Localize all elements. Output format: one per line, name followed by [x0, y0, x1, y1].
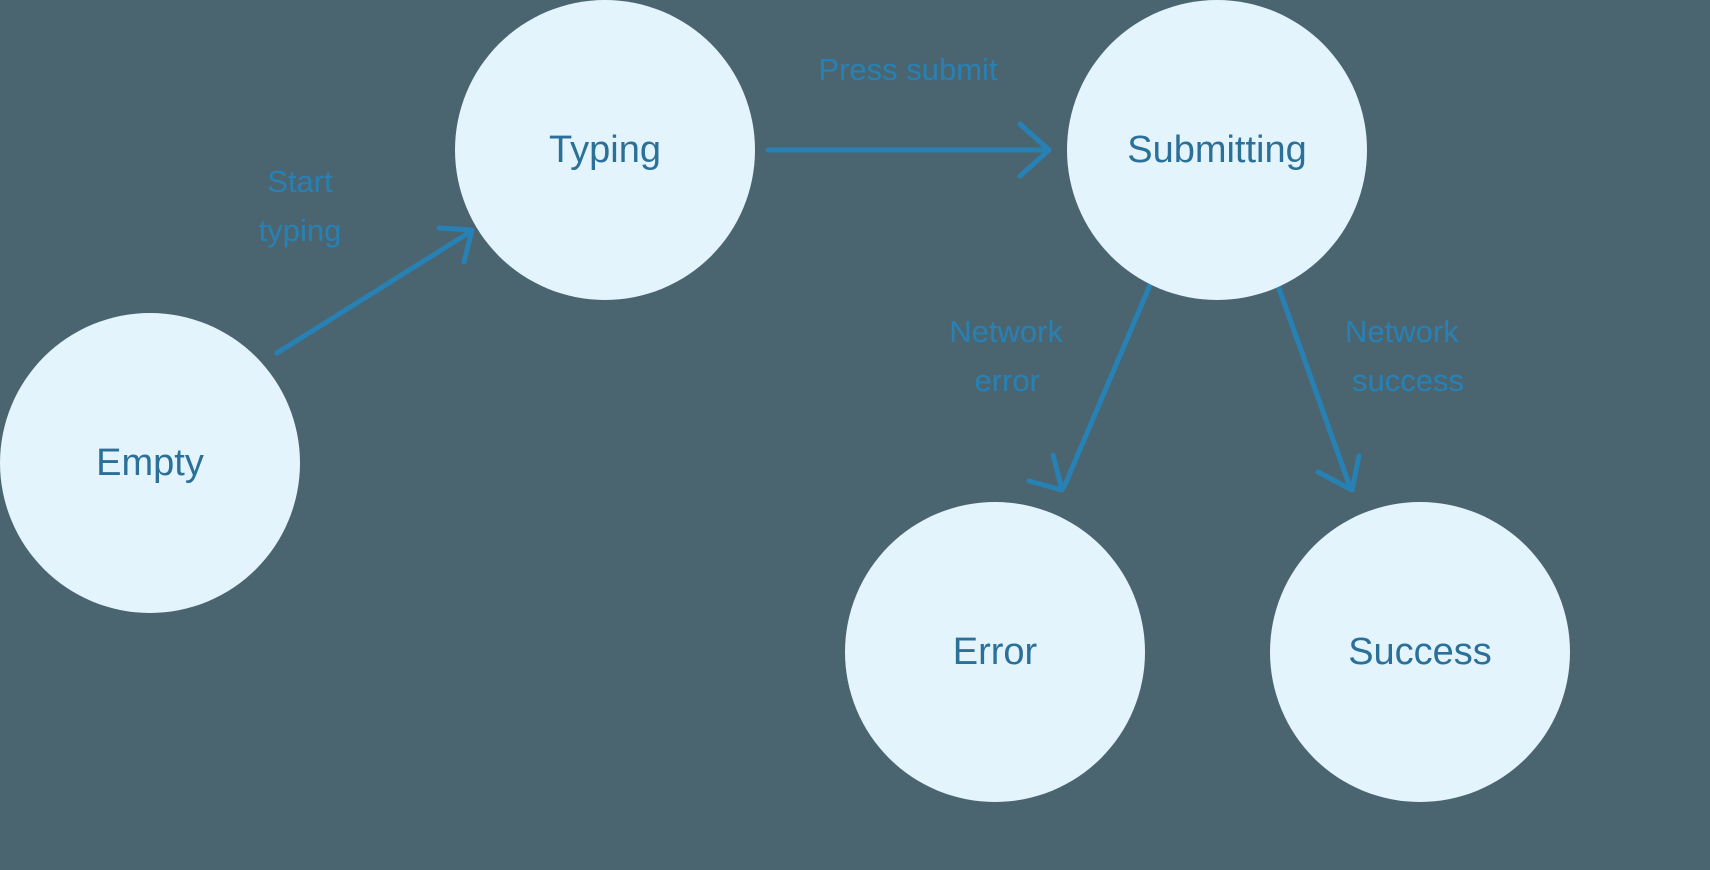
edge-label-start-typing-line1: Start [267, 164, 333, 199]
node-success-label: Success [1348, 631, 1492, 673]
node-empty-label: Empty [96, 442, 204, 484]
edge-typing-to-submitting-arrowhead [1017, 121, 1052, 179]
edge-typing-to-submitting [765, 121, 1052, 179]
edge-submitting-to-error [1026, 282, 1153, 493]
edge-submitting-to-error-arrowhead [1026, 452, 1065, 493]
edge-label-network-success-line1: Network [1345, 314, 1459, 349]
node-error[interactable]: Error [845, 502, 1145, 802]
edge-submitting-to-success-arrowhead [1315, 453, 1362, 493]
node-typing-circle[interactable] [455, 0, 755, 300]
edge-submitting-to-success [1274, 280, 1362, 493]
edge-submitting-to-success-line [1274, 280, 1353, 490]
node-empty[interactable]: Empty [0, 313, 300, 613]
node-error-label: Error [953, 631, 1038, 673]
node-typing-label: Typing [549, 129, 661, 171]
edge-label-network-error-line2: error [975, 363, 1040, 398]
edge-label-submitting-to-success: Network success [1345, 314, 1464, 398]
node-success-circle[interactable] [1270, 502, 1570, 802]
edge-label-empty-to-typing: Start typing [259, 164, 342, 248]
edge-empty-to-typing-arrowhead [436, 225, 475, 265]
node-submitting-label: Submitting [1127, 129, 1307, 171]
node-error-circle[interactable] [845, 502, 1145, 802]
node-typing[interactable]: Typing [455, 0, 755, 300]
edge-label-network-error-line1: Network [949, 314, 1063, 349]
edge-label-network-success-line2: success [1352, 363, 1464, 398]
node-success[interactable]: Success [1270, 502, 1570, 802]
node-empty-circle[interactable] [0, 313, 300, 613]
edge-submitting-to-error-line [1061, 282, 1153, 490]
edge-label-press-submit-line1: Press submit [818, 52, 998, 87]
node-submitting[interactable]: Submitting [1067, 0, 1367, 300]
edge-label-start-typing-line2: typing [259, 213, 342, 248]
node-submitting-circle[interactable] [1067, 0, 1367, 300]
edge-label-typing-to-submitting: Press submit [818, 52, 998, 87]
edge-empty-to-typing [274, 225, 475, 356]
edge-label-submitting-to-error: Network error [949, 314, 1063, 398]
edge-empty-to-typing-line [274, 229, 473, 356]
